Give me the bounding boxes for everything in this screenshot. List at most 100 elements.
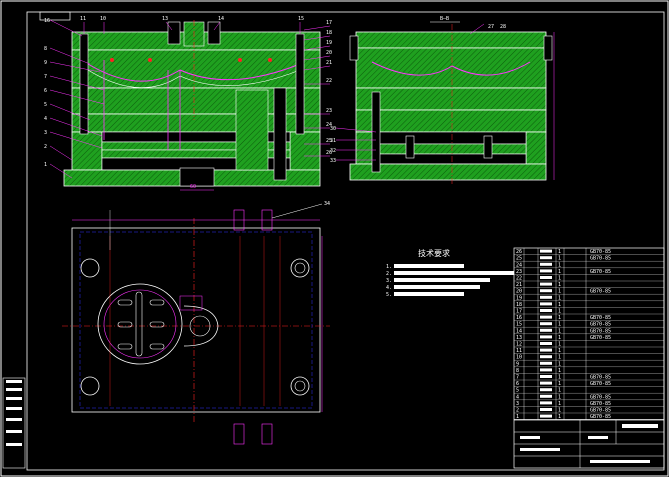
bom-row-name-block: [540, 269, 552, 273]
bom-row-no: 6: [516, 381, 519, 387]
bom-row-qty: 1: [558, 342, 561, 348]
bom-row-spec: GB70-85: [590, 256, 611, 262]
callouts-left: 16 8 9 7 6 5 4 3 2 1: [44, 18, 105, 179]
bom-row-qty: 1: [558, 249, 561, 255]
callouts-top: 11 10 13 14 15: [80, 16, 304, 34]
callout-7: 7: [44, 74, 47, 80]
bom-row-no: 16: [516, 315, 522, 321]
callout-31: 31: [330, 138, 336, 144]
bom-row-name-block: [540, 295, 552, 299]
bom-row-qty: 1: [558, 381, 561, 387]
callout-18: 18: [326, 30, 332, 36]
callouts-mid: 30 31 32 33: [330, 126, 377, 164]
side-strip: [2, 377, 26, 469]
bom-row-name-block: [540, 315, 552, 319]
bom-row-no: 11: [516, 348, 522, 354]
section-bb-view: B—B 27 28: [349, 16, 555, 186]
bom-row-no: 13: [516, 335, 522, 341]
callout-17: 17: [326, 20, 332, 26]
bom-row-spec: GB70-85: [590, 289, 611, 295]
bom-row-spec: GB70-85: [590, 375, 611, 381]
bom-row-no: 7: [516, 375, 519, 381]
bom-row-qty: 1: [558, 282, 561, 288]
callout-14: 14: [218, 16, 224, 22]
callout-19: 19: [326, 40, 332, 46]
bom-row-name-block: [540, 394, 552, 398]
bom-row-no: 5: [516, 388, 519, 394]
tech-requirements: 技术要求 1. 2. 3. 4. 5.: [386, 248, 514, 298]
bom-row-qty: 1: [558, 355, 561, 361]
bom-row-name-block: [540, 342, 552, 345]
bom-row-no: 12: [516, 342, 522, 348]
bom-row-name-block: [540, 408, 552, 411]
callout-4: 4: [44, 116, 47, 122]
svg-text:60: 60: [190, 184, 196, 190]
callout-16: 16: [44, 18, 50, 24]
bom-row-no: 26: [516, 249, 522, 255]
callout-1: 1: [44, 162, 47, 168]
callout-13: 13: [162, 16, 168, 22]
bom-row-spec: GB70-85: [590, 269, 611, 275]
bom-row-name-block: [540, 249, 552, 253]
bom-row-name-block: [540, 282, 552, 286]
bom-row-no: 25: [516, 256, 522, 262]
bom-row-qty: 1: [558, 375, 561, 381]
bom-row-qty: 1: [558, 348, 561, 354]
bom-row-name-block: [540, 302, 552, 306]
bom-row-name-block: [540, 388, 552, 392]
bom-row-name-block: [540, 361, 552, 365]
bom-row-no: 2: [516, 408, 519, 414]
callout-24: 24: [326, 122, 332, 128]
callout-33: 33: [330, 158, 336, 164]
bom-row-no: 17: [516, 309, 522, 315]
bom-row-qty: 1: [558, 408, 561, 414]
tech-title: 技术要求: [418, 248, 450, 258]
bom-row-qty: 1: [558, 302, 561, 308]
callout-23: 23: [326, 108, 332, 114]
bom-row-spec: GB70-85: [590, 414, 611, 420]
callout-22: 22: [326, 78, 332, 84]
bom-row-qty: 1: [558, 335, 561, 341]
bom-row-name-block: [540, 355, 552, 359]
bom-row-name-block: [540, 381, 552, 385]
bom-row-qty: 1: [558, 262, 561, 268]
callout-27: 27: [488, 24, 494, 30]
tech-note-3: 3.: [386, 278, 392, 284]
callout-25: 25: [326, 138, 332, 144]
callout-15: 15: [298, 16, 304, 22]
bom-row-no: 19: [516, 295, 522, 301]
bom-row-spec: GB70-85: [590, 335, 611, 341]
bom-row-qty: 1: [558, 315, 561, 321]
callout-6: 6: [44, 88, 47, 94]
callout-5: 5: [44, 102, 47, 108]
bom-row-no: 10: [516, 355, 522, 361]
bom-row-name-block: [540, 276, 552, 279]
bom-row-no: 22: [516, 276, 522, 282]
bom-row-spec: GB70-85: [590, 408, 611, 414]
bom-row-no: 23: [516, 269, 522, 275]
bom-row-name-block: [540, 309, 552, 312]
tech-note-4: 4.: [386, 285, 392, 291]
bom-row-no: 9: [516, 361, 519, 367]
callout-9: 9: [44, 60, 47, 66]
bom-row-name-block: [540, 414, 552, 418]
bom-row-no: 14: [516, 328, 522, 334]
bom-row-spec: GB70-85: [590, 315, 611, 321]
callout-3: 3: [44, 130, 47, 136]
callouts-right: 17 18 19 20 21 22 23 24 25 26: [303, 20, 332, 157]
tech-note-1: 1.: [386, 264, 392, 270]
bom-row-name-block: [540, 401, 552, 405]
bom-row-no: 20: [516, 289, 522, 295]
drawing-border: [26, 11, 665, 471]
bom-row-no: 3: [516, 401, 519, 407]
bom-row-spec: GB70-85: [590, 401, 611, 407]
title-block: [513, 419, 665, 469]
bom-row-no: 18: [516, 302, 522, 308]
bom-row-name-block: [540, 262, 552, 266]
bom-row-name-block: [540, 335, 552, 339]
bom-row-spec: GB70-85: [590, 249, 611, 255]
bom-row-spec: GB70-85: [590, 394, 611, 400]
